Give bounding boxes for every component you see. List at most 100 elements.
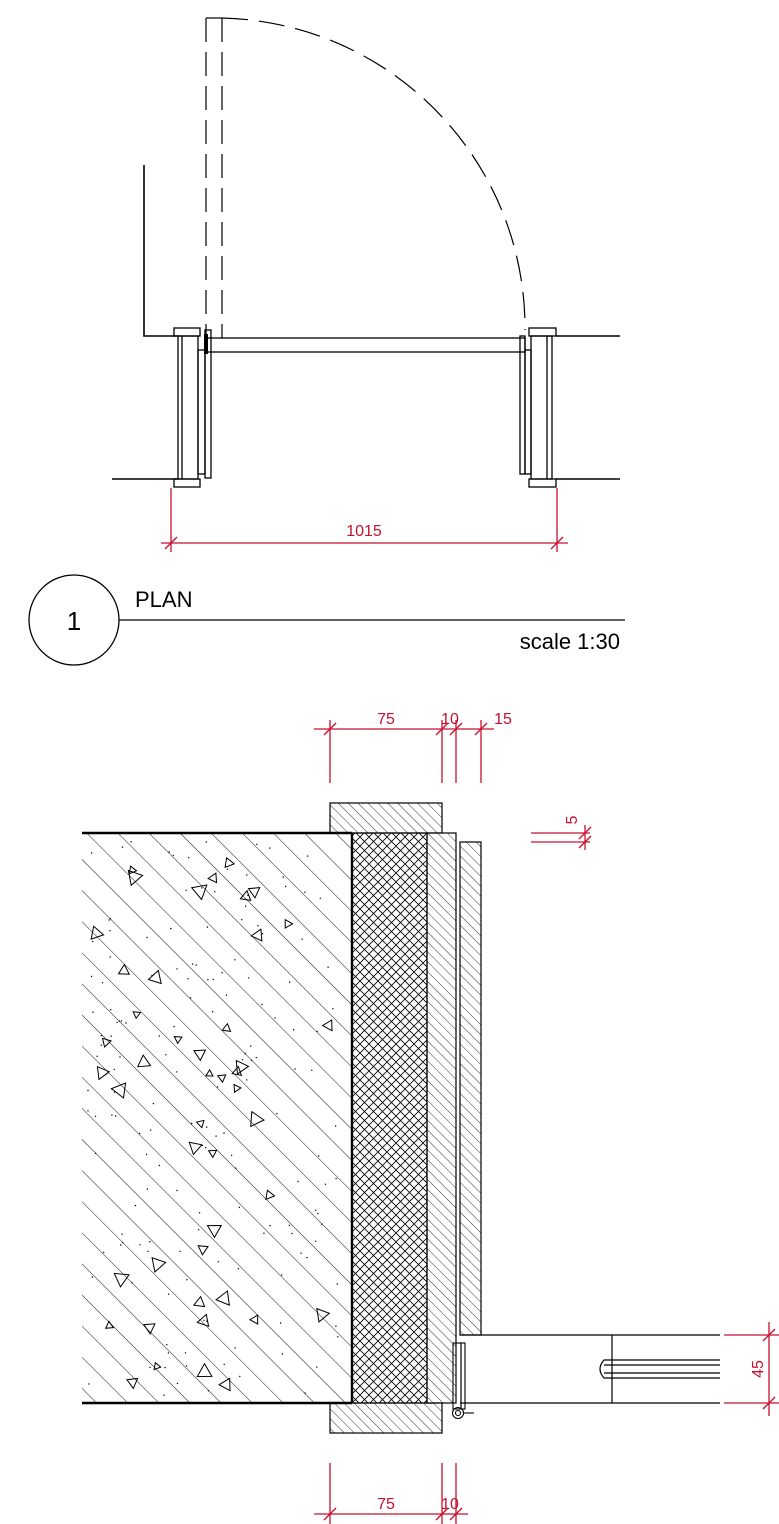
aggregate-speckle: [246, 874, 248, 876]
aggregate-stone: [173, 1036, 183, 1045]
bottom-dim-10: 10: [441, 1496, 459, 1513]
aggregate-speckle: [176, 968, 178, 970]
aggregate-stone: [90, 925, 105, 940]
aggregate-stone: [231, 1065, 243, 1077]
aggregate-speckle: [203, 1319, 205, 1322]
aggregate-speckle: [207, 979, 209, 981]
aggregate-speckle: [113, 1068, 116, 1071]
aggregate-speckle: [276, 1112, 278, 1115]
aggregate-speckle: [238, 1206, 240, 1209]
aggregate-speckle: [173, 1025, 175, 1028]
section-bottom-dimensions: [314, 1463, 468, 1524]
aggregate-stone: [239, 889, 252, 902]
door-leaf-section: [460, 1334, 720, 1404]
aggregate-speckle: [113, 1091, 116, 1093]
aggregate-speckle: [205, 841, 207, 843]
aggregate-speckle: [250, 1059, 253, 1062]
aggregate-stone: [193, 1049, 207, 1062]
aggregate-speckle: [269, 847, 271, 849]
aggregate-speckle: [109, 930, 111, 932]
aggregate-speckle: [96, 1055, 98, 1058]
view-title: PLAN: [135, 587, 192, 612]
section-small-dimension: [531, 825, 592, 850]
board-layer-inner: [426, 832, 457, 1404]
aggregate-speckle: [241, 919, 243, 921]
aggregate-speckle: [119, 1056, 121, 1058]
aggregate-stone: [132, 1011, 142, 1020]
aggregate-stone: [190, 884, 208, 901]
aggregate-speckle: [149, 1129, 152, 1131]
aggregate-speckle: [191, 963, 194, 965]
aggregate-speckle: [198, 1212, 201, 1214]
aggregate-speckle: [261, 933, 264, 935]
aggregate-speckle: [134, 1204, 137, 1207]
aggregate-stone: [192, 1295, 206, 1308]
aggregate-speckle: [101, 982, 104, 984]
aggregate-speckle: [108, 919, 110, 921]
aggregate-speckle: [279, 1322, 282, 1324]
aggregate-speckle: [217, 1261, 219, 1263]
aggregate-speckle: [221, 972, 223, 974]
aggregate-speckle: [255, 1056, 257, 1059]
aggregate-stone: [284, 918, 294, 929]
aggregate-speckle: [316, 1030, 318, 1033]
aggregate-speckle: [170, 927, 172, 930]
aggregate-speckle: [91, 1276, 94, 1278]
bottom-dim-75: 75: [377, 1496, 395, 1513]
aggregate-speckle: [237, 1268, 240, 1270]
aggregate-speckle: [110, 1035, 112, 1037]
aggregate-speckle: [315, 1209, 317, 1211]
aggregate-speckle: [116, 1021, 118, 1024]
aggregate-speckle: [297, 1180, 299, 1183]
aggregate-speckle: [94, 1115, 97, 1118]
aggregate-speckle: [234, 959, 236, 961]
aggregate-stone: [128, 865, 138, 875]
aggregate-stone: [207, 872, 218, 884]
top-dim-75: 75: [377, 711, 395, 728]
aggregate-speckle: [102, 1251, 105, 1254]
aggregate-speckle: [223, 1132, 225, 1134]
aggregate-speckle: [138, 1132, 141, 1135]
aggregate-speckle: [319, 897, 321, 899]
section-top-dimensions: [314, 720, 494, 783]
aggregate-stone: [196, 1362, 213, 1378]
aggregate-speckle: [306, 855, 309, 857]
aggregate-stone: [250, 928, 263, 942]
aggregate-speckle: [301, 938, 303, 940]
aggregate-speckle: [281, 1353, 284, 1355]
aggregate-speckle: [149, 1366, 151, 1369]
aggregate-speckle: [291, 1232, 293, 1235]
aggregate-speckle: [294, 1068, 296, 1070]
aggregate-speckle: [315, 1240, 317, 1243]
aggregate-speckle: [288, 981, 291, 983]
aggregate-speckle: [187, 857, 190, 859]
side-dim-45: 45: [750, 1360, 767, 1378]
aggregate-stone: [235, 1059, 250, 1075]
aggregate-speckle: [166, 1344, 168, 1346]
aggregate-speckle: [88, 1383, 90, 1385]
aggregate-speckle: [191, 1122, 193, 1125]
plan-door-leaf: [204, 337, 526, 353]
aggregate-speckle: [246, 1079, 248, 1081]
aggregate-speckle: [120, 1020, 123, 1022]
plan-hinge: [204, 334, 208, 354]
aggregate-speckle: [90, 975, 93, 978]
aggregate-speckle: [201, 887, 203, 889]
plan-view: 1015 1 PLAN scale 1:30: [28, 17, 625, 666]
aggregate-speckle: [304, 1392, 306, 1394]
bottom-lining-band: [329, 1402, 443, 1434]
aggregate-speckle: [165, 1054, 167, 1056]
aggregate-speckle: [94, 1152, 97, 1155]
aggregate-speckle: [282, 876, 284, 878]
aggregate-stone: [113, 1272, 130, 1288]
aggregate-speckle: [185, 1365, 188, 1367]
aggregate-speckle: [206, 1126, 208, 1128]
aggregate-speckle: [244, 1052, 247, 1055]
aggregate-speckle: [261, 1003, 263, 1006]
aggregate-stone: [127, 869, 144, 887]
aggregate-stone: [101, 1037, 112, 1048]
aggregate-stone: [250, 1110, 265, 1128]
aggregate-stone: [265, 1189, 276, 1201]
hinge-detail: [451, 1342, 474, 1420]
aggregate-speckle: [206, 926, 209, 928]
